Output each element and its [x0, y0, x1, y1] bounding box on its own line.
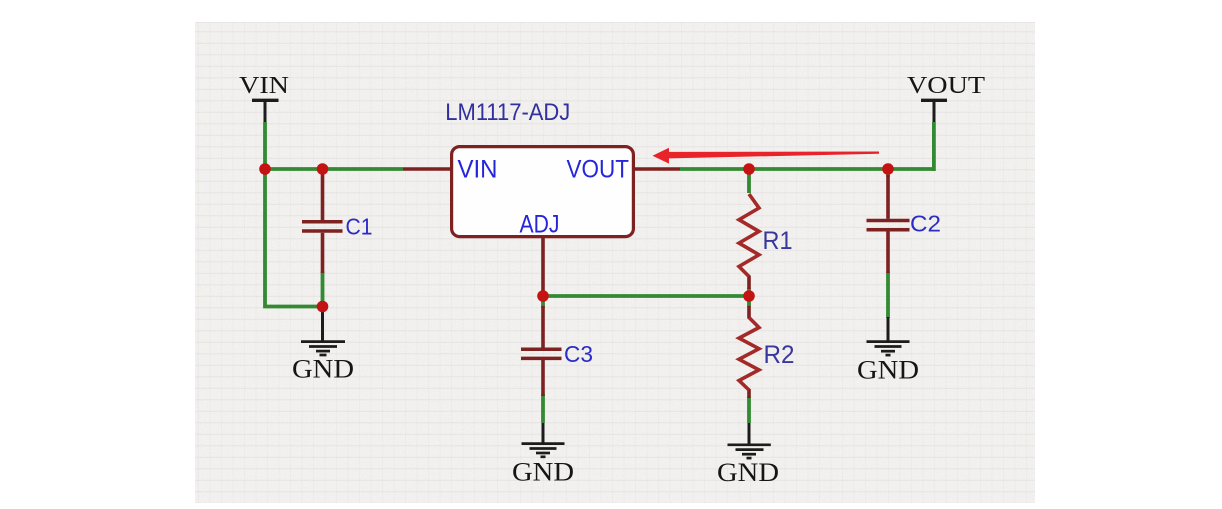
svg-text:C3: C3 [564, 341, 593, 367]
svg-text:R2: R2 [764, 341, 795, 369]
svg-text:C1: C1 [346, 214, 373, 240]
svg-text:VIN: VIN [458, 156, 498, 184]
svg-text:LM1117-ADJ: LM1117-ADJ [445, 99, 570, 126]
svg-text:C2: C2 [910, 211, 941, 237]
svg-text:GND: GND [512, 458, 574, 487]
svg-text:ADJ: ADJ [520, 211, 560, 239]
svg-text:R1: R1 [763, 227, 793, 255]
svg-text:VOUT: VOUT [907, 73, 985, 99]
svg-text:GND: GND [717, 458, 779, 487]
svg-text:VIN: VIN [239, 73, 289, 99]
svg-text:GND: GND [292, 355, 354, 384]
svg-text:GND: GND [857, 356, 919, 385]
svg-text:VOUT: VOUT [567, 156, 630, 184]
